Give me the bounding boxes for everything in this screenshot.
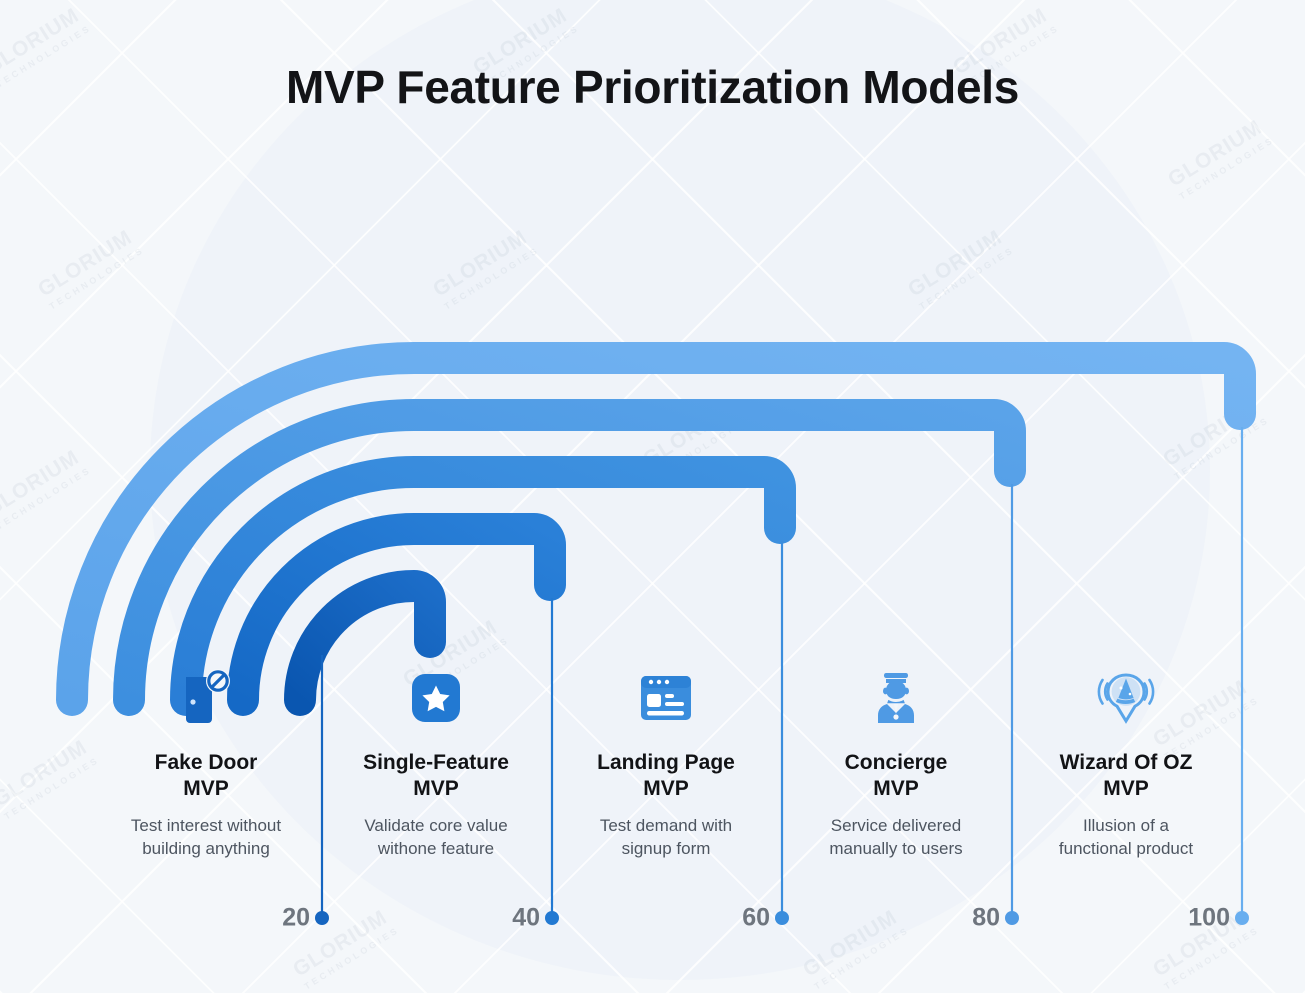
wizard-hat-icon xyxy=(1018,660,1234,736)
door-blocked-icon xyxy=(98,660,314,736)
connector-dot-5 xyxy=(1235,911,1249,925)
ribbon-bar-2 xyxy=(227,513,566,716)
connector-dot-4 xyxy=(1005,911,1019,925)
concierge-person-icon xyxy=(788,660,1004,736)
ribbon-bar-4 xyxy=(113,399,1026,716)
star-square-icon xyxy=(328,660,544,736)
ribbon-bar-5 xyxy=(56,342,1256,716)
axis-label-80: 80 xyxy=(972,903,1000,932)
axis-label-20: 20 xyxy=(282,903,310,932)
axis-label-60: 60 xyxy=(742,903,770,932)
browser-window-icon xyxy=(558,660,774,736)
connector-dot-3 xyxy=(775,911,789,925)
connector-dot-2 xyxy=(545,911,559,925)
axis-label-100: 100 xyxy=(1188,903,1230,932)
page-title: MVP Feature Prioritization Models xyxy=(285,61,1020,113)
axis-label-40: 40 xyxy=(512,903,540,932)
connector-dot-1 xyxy=(315,911,329,925)
ribbon-bar-3 xyxy=(170,456,796,716)
ribbon-bar-1 xyxy=(284,569,446,716)
